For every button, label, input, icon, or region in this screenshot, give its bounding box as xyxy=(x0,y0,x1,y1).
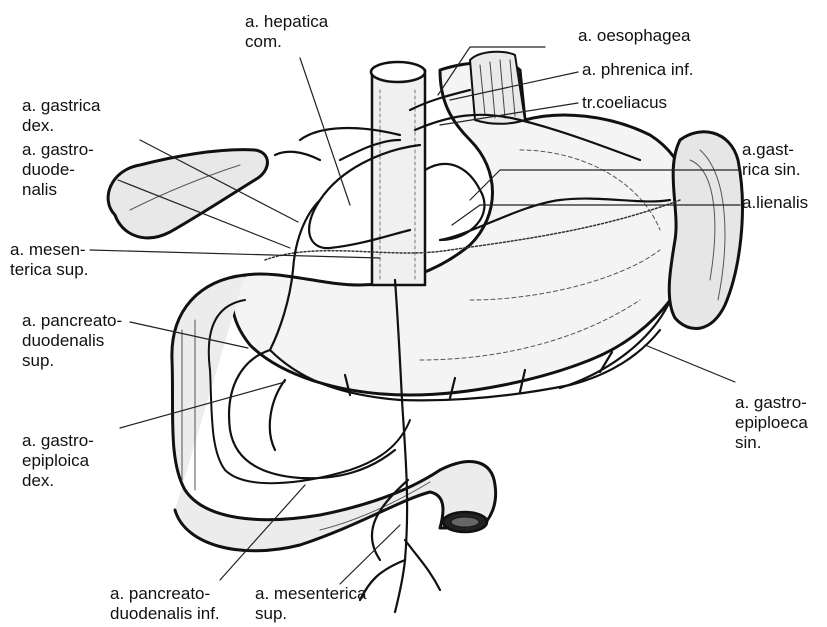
label-coeliacus: tr.coeliacus xyxy=(582,93,667,113)
label-oesophagea: a. oesophagea xyxy=(578,26,691,46)
label-mesenterica-sup-left: a. mesen- terica sup. xyxy=(10,240,88,280)
spleen xyxy=(669,132,742,329)
label-lienalis: a.lienalis xyxy=(742,193,808,213)
label-hepatica-com: a. hepatica com. xyxy=(245,12,328,52)
label-mesenterica-sup-bottom: a. mesenterica sup. xyxy=(255,584,367,624)
label-gastroduodenalis: a. gastro- duode- nalis xyxy=(22,140,94,200)
label-gastrica-sin: a.gast- rica sin. xyxy=(742,140,801,180)
label-gastroepiploeca-sin: a. gastro- epiploeca sin. xyxy=(735,393,808,453)
label-gastroepiploica-dex: a. gastro- epiploica dex. xyxy=(22,431,94,491)
label-pancreatoduodenalis-inf: a. pancreato- duodenalis inf. xyxy=(110,584,220,624)
label-phrenica-inf: a. phrenica inf. xyxy=(582,60,694,80)
aorta-opening xyxy=(371,62,425,82)
label-gastrica-dex: a. gastrica dex. xyxy=(22,96,100,136)
label-pancreatoduodenalis-sup: a. pancreato- duodenalis sup. xyxy=(22,311,122,371)
